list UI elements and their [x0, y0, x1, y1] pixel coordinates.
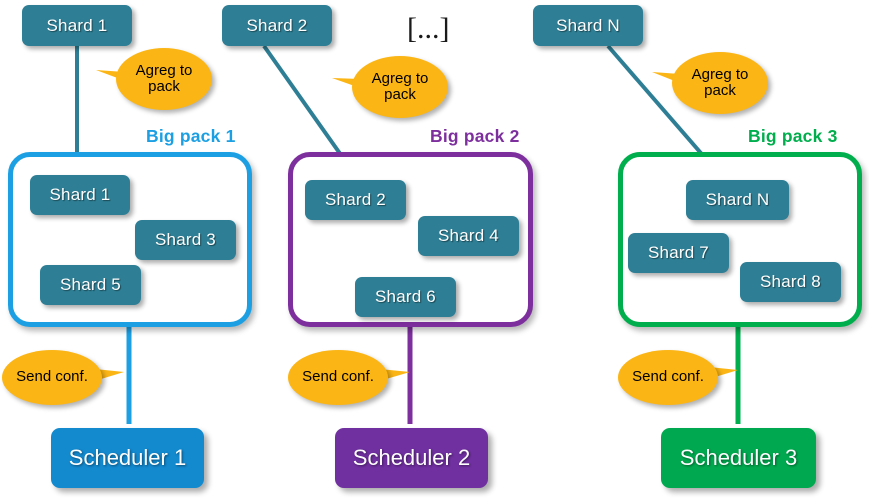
- top-shard-1[interactable]: Shard 1: [22, 5, 132, 46]
- callout-agreg-3: Agreg to pack: [652, 52, 772, 114]
- pack-3-title: Big pack 3: [748, 126, 838, 146]
- pack-1-title: Big pack 1: [146, 126, 236, 146]
- top-shard-n[interactable]: Shard N: [533, 5, 643, 46]
- arrow-shard2-to-pack2: [262, 44, 355, 174]
- pack-2-shard-2[interactable]: Shard 2: [305, 180, 406, 220]
- pack-1-shard-1[interactable]: Shard 1: [30, 175, 130, 215]
- callout-agreg-3-bubble: Agreg to pack: [672, 52, 768, 114]
- scheduler-2[interactable]: Scheduler 2: [335, 428, 488, 488]
- pack-1-shard-5[interactable]: Shard 5: [40, 265, 141, 305]
- callout-send-conf-2-bubble: Send conf.: [288, 350, 388, 405]
- callout-send-conf-3-bubble: Send conf.: [618, 350, 718, 405]
- callout-agreg-1-bubble: Agreg to pack: [116, 48, 212, 110]
- pack-3-shard-n[interactable]: Shard N: [686, 180, 789, 220]
- scheduler-3[interactable]: Scheduler 3: [661, 428, 816, 488]
- pack-2-shard-6[interactable]: Shard 6: [355, 277, 456, 317]
- callout-agreg-1: Agreg to pack: [92, 48, 212, 110]
- callout-agreg-2-bubble: Agreg to pack: [352, 56, 448, 118]
- ellipsis-marker: [...]: [407, 12, 450, 45]
- pack-1-shard-3[interactable]: Shard 3: [135, 220, 236, 260]
- pack-3-shard-7[interactable]: Shard 7: [628, 233, 729, 273]
- callout-send-conf-1-bubble: Send conf.: [2, 350, 102, 405]
- pack-3-shard-8[interactable]: Shard 8: [740, 262, 841, 302]
- pack-2-title: Big pack 2: [430, 126, 520, 146]
- callout-agreg-2: Agreg to pack: [330, 56, 450, 118]
- callout-send-conf-2: Send conf.: [284, 350, 414, 405]
- top-shard-2[interactable]: Shard 2: [222, 5, 332, 46]
- pack-2-shard-4[interactable]: Shard 4: [418, 216, 519, 256]
- scheduler-1[interactable]: Scheduler 1: [51, 428, 204, 488]
- callout-send-conf-1: Send conf.: [0, 350, 130, 405]
- callout-send-conf-3: Send conf.: [612, 350, 742, 405]
